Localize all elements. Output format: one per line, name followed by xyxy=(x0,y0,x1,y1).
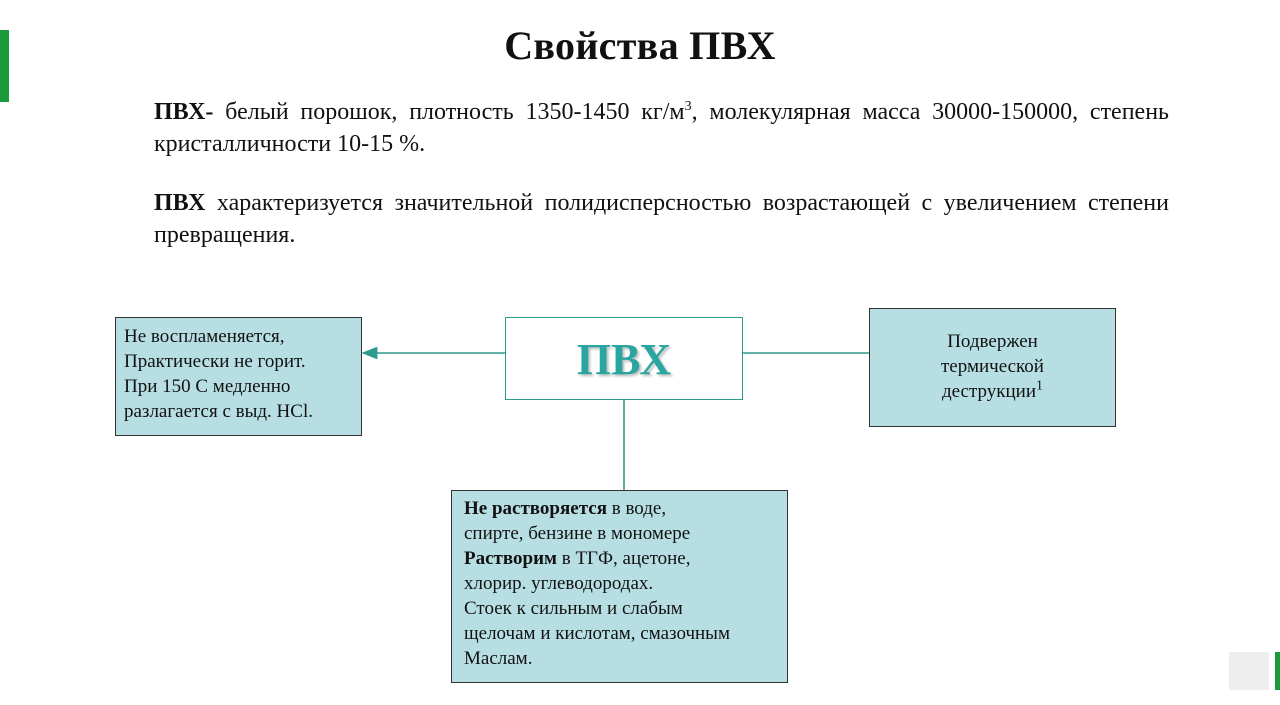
left-accent-bar xyxy=(0,30,9,102)
paragraph-properties-sup: 3 xyxy=(684,99,692,114)
footnote-marker: 1 xyxy=(1036,378,1044,394)
paragraph-polydispersity: ПВХ характеризуется значительной полидис… xyxy=(154,187,1169,251)
paragraph-polydispersity-bold: ПВХ xyxy=(154,190,206,216)
left-box-line: Практически не горит. xyxy=(124,351,306,372)
left-box-line: разлагается с выд. HCl. xyxy=(124,401,313,422)
slide-nav-box xyxy=(1229,652,1269,690)
bottom-box-text: в воде, xyxy=(606,498,667,519)
right-box-thermal: Подвержен термической деструкции1 xyxy=(869,308,1116,427)
bottom-box-solubility: Не растворяется в воде, спирте, бензине … xyxy=(451,490,788,683)
slide-title: Свойства ПВХ xyxy=(504,23,776,68)
bottom-box-line: щелочам и кислотам, смазочным xyxy=(464,623,730,644)
right-accent-bar xyxy=(1275,652,1280,690)
bottom-box-line: Не растворяется в воде, xyxy=(464,496,775,521)
left-box-flammability: Не воспламеняется, Практически не горит.… xyxy=(115,317,362,436)
bottom-box-text: в ТГФ, ацетоне, xyxy=(556,548,691,569)
paragraph-properties: ПВХ- белый порошок, плотность 1350-1450 … xyxy=(154,96,1169,160)
paragraph-properties-text-b: , молекулярная масса 30000-150000, степе… xyxy=(154,99,1169,157)
bottom-box-line: хлорир. углеводородах. xyxy=(464,573,654,594)
left-box-line: Не воспламеняется, xyxy=(124,326,285,347)
bottom-box-line: Растворим в ТГФ, ацетоне, xyxy=(464,546,775,571)
right-box-line: термической xyxy=(941,356,1044,377)
bottom-box-line: Стоек к сильным и слабым xyxy=(464,598,683,619)
center-node-pvc: ПВХ xyxy=(505,317,743,400)
right-box-line: Подвержен xyxy=(947,331,1038,352)
right-box-line: деструкции xyxy=(941,381,1037,402)
bottom-box-bold: Растворим xyxy=(464,548,557,569)
right-box-line-with-footnote: деструкции1 xyxy=(880,379,1105,404)
bottom-box-bold: Не растворяется xyxy=(464,498,607,519)
bottom-box-line: спирте, бензине в мономере xyxy=(464,523,691,544)
paragraph-properties-bold: ПВХ- xyxy=(154,99,214,125)
bottom-box-line: Маслам. xyxy=(464,648,533,669)
paragraph-properties-text-a: белый порошок, плотность 1350-1450 кг/м xyxy=(213,99,685,125)
paragraph-polydispersity-text: характеризуется значительной полидисперс… xyxy=(154,190,1169,248)
left-box-line: При 150 С медленно xyxy=(124,376,291,397)
